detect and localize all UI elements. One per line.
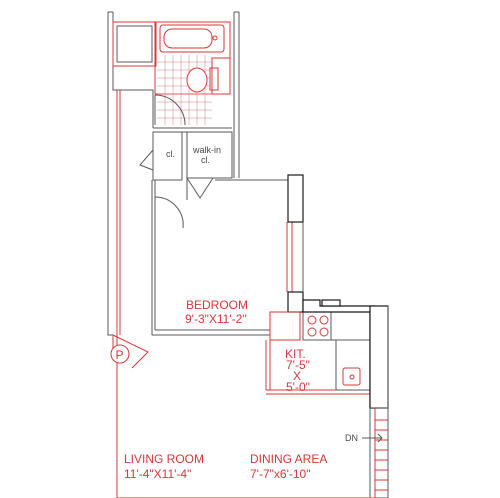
living-dining [112,334,375,498]
window-wall [286,174,304,313]
closet-label: cl. [166,149,175,159]
stair-down-label: DN [345,433,358,443]
kitchen-dim1: 7'-5" [286,358,310,372]
kitchen-name: KIT. [285,347,306,361]
living-room-size: 11'-4"X11'-4" [124,467,191,481]
walkin-closet-label-1: walk-in [192,145,221,155]
kitchen-x: X [293,369,301,383]
exterior-walls [107,11,240,498]
bathroom [153,21,232,133]
kitchen-dim2: 5'-0" [286,380,310,394]
top-left-niche [112,21,157,67]
closets [139,131,233,200]
dining-area-name: DINING AREA [250,452,327,466]
bedroom-name: BEDROOM [186,298,248,312]
parking-marker-label: P [116,348,124,362]
bedroom [151,179,288,336]
parking-marker: P [110,344,130,364]
living-room-name: LIVING ROOM [124,452,204,466]
right-exterior [302,299,389,409]
bathroom-tile-grid [157,55,212,125]
kitchen [265,311,373,395]
bedroom-size: 9'-3"X11'-2" [185,312,247,326]
toilet [186,67,208,93]
walkin-closet-label-2: cl. [201,155,210,165]
dining-area-size: 7'-7"x6'-10" [250,467,310,481]
stair [362,407,389,498]
